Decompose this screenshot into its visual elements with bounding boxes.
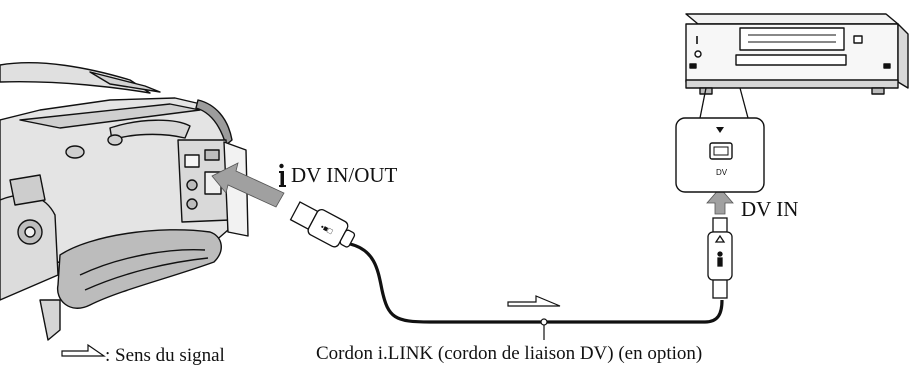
vcr-port-label: DV IN [741, 197, 799, 221]
insert-arrow-vcr [706, 187, 734, 215]
vcr-port-callout [699, 87, 749, 119]
vcr-dv-port-box [675, 117, 765, 193]
vcr-port-small-label: DV [716, 168, 728, 177]
ilink-cable: •■□ [289, 201, 733, 340]
legend-signal-arrow-icon [61, 343, 106, 357]
camcorder-port-label: DV IN/OUT [291, 163, 398, 187]
insert-arrow-camcorder [211, 162, 285, 208]
signal-direction-arrow-icon [507, 295, 561, 307]
cable-label: Cordon i.LINK (cordon de liaison DV) (en… [316, 343, 703, 364]
vcr [685, 13, 909, 95]
signal-legend-label: : Sens du signal [105, 345, 225, 366]
ilink-icon [279, 163, 286, 187]
camcorder [0, 62, 249, 341]
